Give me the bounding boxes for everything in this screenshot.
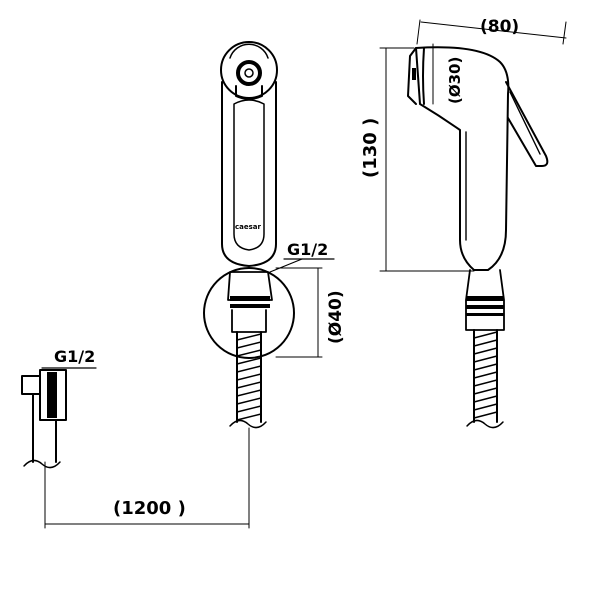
side-nozzle-cap xyxy=(407,47,417,105)
holder-circle xyxy=(203,267,295,359)
side-nozzle-slot xyxy=(412,68,416,80)
side-nozzle-face xyxy=(422,47,425,105)
holder-thread-callout: G1/2 xyxy=(269,240,335,273)
trigger-lever xyxy=(505,81,549,167)
hose-front-coils xyxy=(236,333,262,421)
brand-mark: caesar xyxy=(235,223,262,231)
side-view xyxy=(407,46,549,429)
handle-inner xyxy=(233,99,265,251)
holder-thread-label: G1/2 xyxy=(287,240,328,259)
handle-body xyxy=(221,81,277,267)
holder-band-1 xyxy=(230,296,270,301)
diameter-40-label: (Ø40) xyxy=(326,290,346,344)
side-neck xyxy=(465,269,505,331)
diameter-30-label: (Ø30) xyxy=(446,57,464,104)
side-band-1 xyxy=(466,296,504,301)
nozzle-flange xyxy=(235,85,263,100)
width-80-label: (80) xyxy=(480,17,519,37)
side-band-2 xyxy=(466,305,504,309)
side-band-3 xyxy=(466,313,504,316)
hose-front-break xyxy=(229,419,267,429)
nozzle-hole xyxy=(244,68,254,78)
nozzle-outer-circle xyxy=(220,41,278,99)
fitting-thread-bar xyxy=(47,372,57,418)
dimension-diameter-40: (Ø40) xyxy=(275,267,346,358)
fitting-hose-break xyxy=(23,459,61,469)
hose-end-fitting: G1/2 xyxy=(21,347,97,469)
trigger-inner xyxy=(509,91,541,155)
front-view: caesar xyxy=(203,41,295,429)
holder-band-2 xyxy=(230,304,270,308)
dimension-hose-1200: (1200 ) xyxy=(44,427,250,529)
nozzle-top-arc xyxy=(229,43,269,59)
dimension-diameter-30: (Ø30) xyxy=(432,43,464,105)
fitting-body xyxy=(39,369,67,421)
height-130-label: (130 ) xyxy=(360,118,381,178)
holder-neck xyxy=(231,309,267,333)
hose-1200-label: (1200 ) xyxy=(113,498,186,519)
holder-bracket xyxy=(227,271,273,301)
hose-end-thread-label: G1/2 xyxy=(54,347,95,366)
hose-side-coils xyxy=(473,331,498,419)
dimension-width-80: (80) xyxy=(416,17,567,45)
dimension-height-130: (130 ) xyxy=(360,47,475,272)
fitting-nut xyxy=(21,375,41,395)
side-body xyxy=(415,46,510,271)
nozzle-ring xyxy=(236,60,262,86)
hose-side-break xyxy=(466,419,504,429)
